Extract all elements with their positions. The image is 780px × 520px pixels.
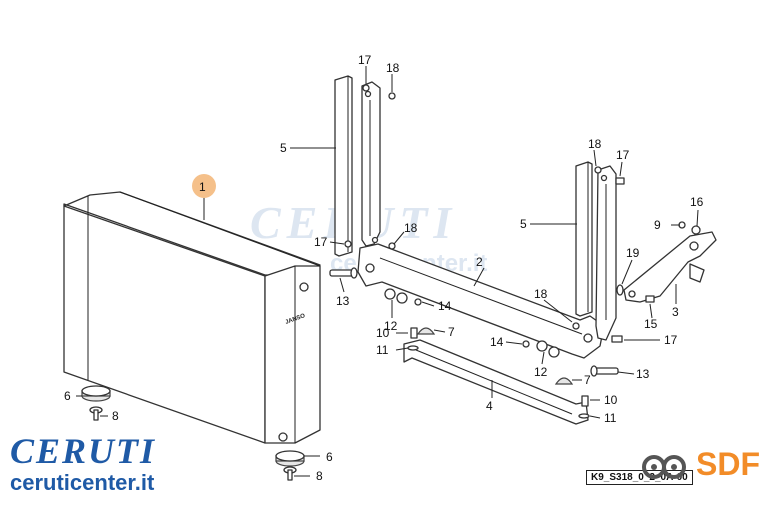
callout-3: 3 bbox=[672, 305, 679, 319]
sdf-logo: SDF bbox=[640, 446, 780, 486]
callout-18-lower: 18 bbox=[534, 287, 548, 301]
callout-highlight bbox=[192, 174, 216, 198]
callout-4: 4 bbox=[486, 399, 493, 413]
callout-1: 1 bbox=[199, 180, 206, 194]
main-frame-2 bbox=[357, 243, 605, 359]
callout-13-right: 13 bbox=[636, 367, 650, 381]
nut-18a bbox=[388, 92, 396, 100]
callout-5-right: 5 bbox=[520, 217, 527, 231]
callout-6-right: 6 bbox=[326, 450, 333, 464]
callout-6-left: 6 bbox=[64, 389, 71, 403]
lower-bar-4 bbox=[403, 339, 589, 425]
bolt-13b bbox=[590, 365, 619, 377]
ceruti-logo-name: CERUTI bbox=[10, 431, 157, 471]
callout-13-left: 13 bbox=[336, 294, 350, 308]
right-rubber-strip-5 bbox=[575, 161, 593, 317]
screw-8a bbox=[89, 406, 103, 421]
washer-19 bbox=[616, 284, 624, 296]
ceruti-logo-site: ceruticenter.it bbox=[10, 470, 155, 495]
callout-18-top: 18 bbox=[386, 61, 400, 75]
nut-18d bbox=[572, 322, 580, 330]
callout-19: 19 bbox=[626, 246, 640, 260]
nut-18b bbox=[388, 242, 396, 250]
bolt-17d bbox=[611, 335, 623, 343]
callout-18-right: 18 bbox=[588, 137, 602, 151]
callout-11-upper: 11 bbox=[376, 343, 389, 357]
bolt-10b bbox=[581, 395, 589, 407]
callout-7-upper: 7 bbox=[448, 325, 455, 339]
callout-2: 2 bbox=[476, 255, 483, 269]
sdf-emblem-icon bbox=[642, 455, 686, 479]
callout-14-upper: 14 bbox=[438, 299, 452, 313]
radiator-part: JANSO bbox=[63, 191, 321, 444]
callout-10-upper: 10 bbox=[376, 326, 390, 340]
rubber-mount-6b bbox=[275, 450, 305, 467]
callout-15: 15 bbox=[644, 317, 658, 331]
rubber-stop-7b bbox=[554, 377, 574, 385]
washer-11b bbox=[578, 413, 590, 419]
callout-17-lower: 17 bbox=[664, 333, 678, 347]
callout-7-lower: 7 bbox=[584, 373, 591, 387]
left-rubber-strip-5 bbox=[334, 75, 353, 257]
leader-lines bbox=[76, 66, 699, 477]
nut-14a bbox=[414, 298, 422, 306]
callout-12-upper: 12 bbox=[384, 319, 398, 333]
nut-18c bbox=[594, 166, 602, 174]
bracket-arm-3 bbox=[623, 231, 717, 303]
rubber-mount-6a bbox=[81, 385, 111, 402]
left-support-arm bbox=[361, 81, 381, 247]
callout-10-lower: 10 bbox=[604, 393, 618, 407]
nut-14b bbox=[522, 340, 530, 348]
sdf-logo-text: SDF bbox=[696, 446, 760, 482]
callout-12-lower: 12 bbox=[534, 365, 548, 379]
callout-8-left: 8 bbox=[112, 409, 119, 423]
callout-8-right: 8 bbox=[316, 469, 323, 483]
bushing-12b bbox=[536, 340, 560, 358]
bolt-13a bbox=[329, 267, 358, 279]
callout-14-lower: 14 bbox=[490, 335, 504, 349]
callout-16: 16 bbox=[690, 195, 704, 209]
callout-9: 9 bbox=[654, 218, 661, 232]
ceruti-logo: CERUTI ceruticenter.it bbox=[10, 430, 230, 500]
callout-11-lower: 11 bbox=[604, 411, 617, 425]
callout-17-top: 17 bbox=[358, 53, 372, 67]
bolt-17b bbox=[344, 240, 352, 248]
bolt-17c bbox=[615, 177, 625, 185]
bolt-10a bbox=[410, 327, 418, 339]
washer-11a bbox=[407, 345, 419, 351]
washer-16 bbox=[691, 225, 701, 235]
screw-8b bbox=[283, 466, 297, 481]
bolt-15 bbox=[645, 295, 655, 303]
callout-17-mid: 17 bbox=[314, 235, 328, 249]
callout-5-left: 5 bbox=[280, 141, 287, 155]
callout-18-mid: 18 bbox=[404, 221, 418, 235]
bolt-17a bbox=[362, 84, 370, 92]
right-support-arm bbox=[595, 165, 617, 341]
bushing-12a bbox=[384, 288, 408, 304]
rubber-stop-7a bbox=[416, 327, 436, 335]
callout-17-right: 17 bbox=[616, 148, 630, 162]
